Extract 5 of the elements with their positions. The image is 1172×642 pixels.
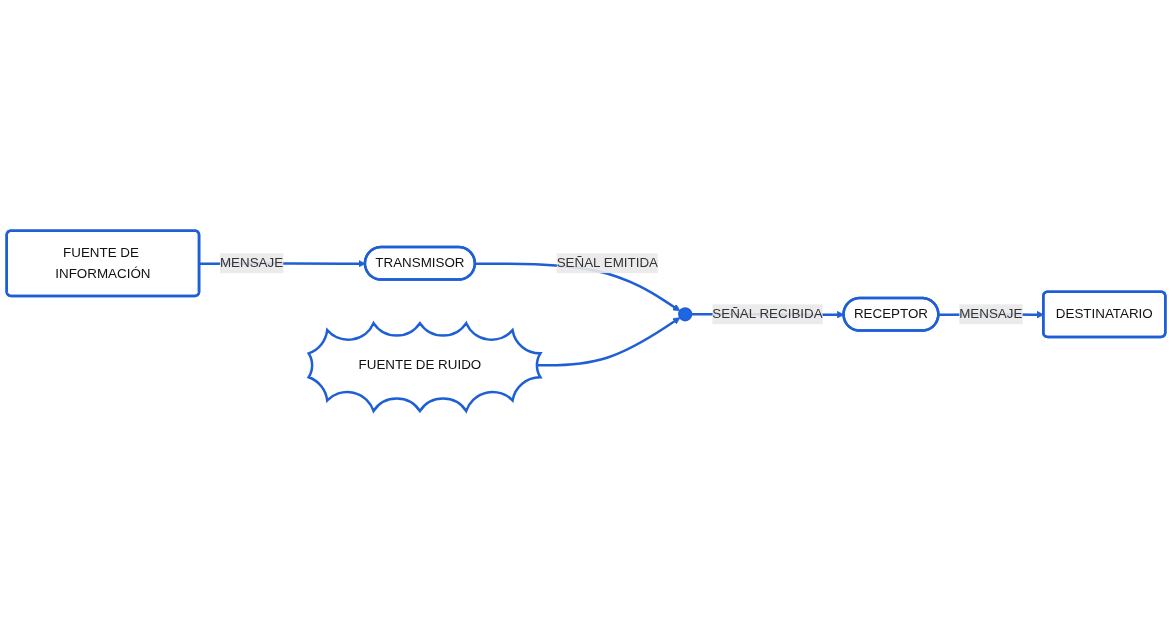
edge-label: SEÑAL RECIBIDA <box>712 306 823 322</box>
node-circle <box>678 307 693 322</box>
edge-label: MENSAJE <box>959 306 1023 322</box>
edge-label: SEÑAL EMITIDA <box>556 255 658 271</box>
edge-label: MENSAJE <box>219 255 284 271</box>
